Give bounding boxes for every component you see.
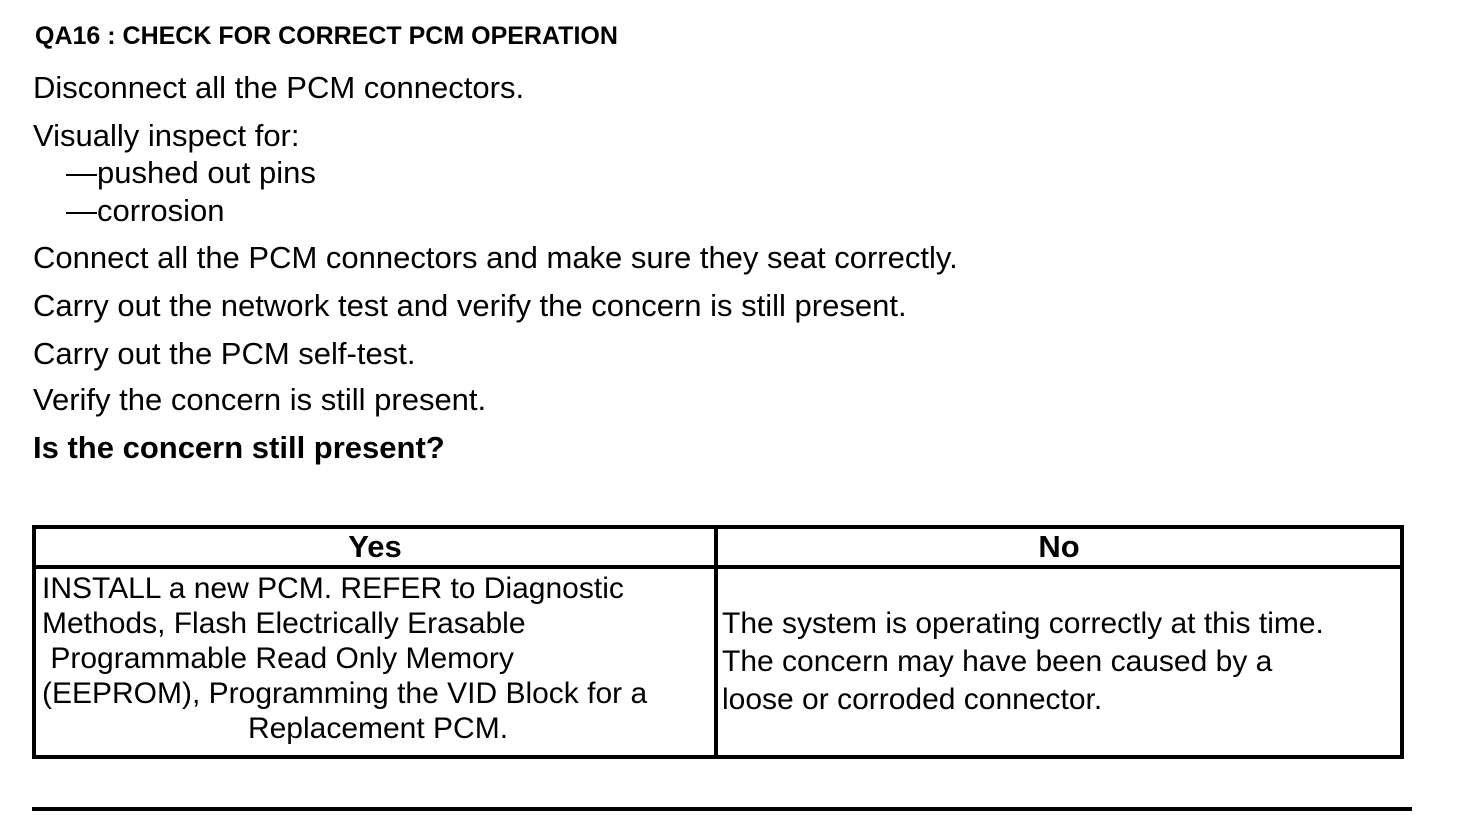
- inspect-item-pins: —pushed out pins: [66, 155, 316, 190]
- step-verify: Verify the concern is still present.: [33, 382, 487, 417]
- step-connect: Connect all the PCM connectors and make …: [33, 240, 958, 275]
- no-cell: The system is operating correctly at thi…: [714, 565, 1404, 759]
- yes-line: INSTALL a new PCM. REFER to Diagnostic: [42, 572, 624, 605]
- header-no: No: [714, 525, 1404, 569]
- yes-cell: INSTALL a new PCM. REFER to Diagnostic M…: [32, 565, 718, 759]
- step-self-test: Carry out the PCM self-test.: [33, 336, 416, 371]
- bottom-rule: [32, 807, 1412, 811]
- yes-line: Methods, Flash Electrically Erasable: [42, 607, 526, 640]
- inspect-item-corrosion: —corrosion: [66, 193, 225, 228]
- header-yes: Yes: [32, 525, 718, 569]
- step-network-test: Carry out the network test and verify th…: [33, 288, 907, 323]
- no-line: The system is operating correctly at thi…: [722, 607, 1324, 640]
- yes-line: (EEPROM), Programming the VID Block for …: [42, 677, 648, 710]
- table-header-row: Yes No: [32, 525, 1404, 569]
- yes-line: Replacement PCM.: [247, 712, 509, 745]
- step-disconnect: Disconnect all the PCM connectors.: [33, 70, 525, 105]
- no-line: The concern may have been caused by a: [722, 645, 1273, 678]
- table-row: INSTALL a new PCM. REFER to Diagnostic M…: [32, 565, 1404, 759]
- page-title: QA16 : CHECK FOR CORRECT PCM OPERATION: [35, 22, 618, 50]
- question: Is the concern still present?: [33, 430, 445, 465]
- step-inspect: Visually inspect for:: [33, 118, 300, 153]
- yes-line: Programmable Read Only Memory: [42, 642, 514, 675]
- no-line: loose or corroded connector.: [722, 683, 1103, 716]
- answer-table: Yes No INSTALL a new PCM. REFER to Diagn…: [32, 525, 1404, 759]
